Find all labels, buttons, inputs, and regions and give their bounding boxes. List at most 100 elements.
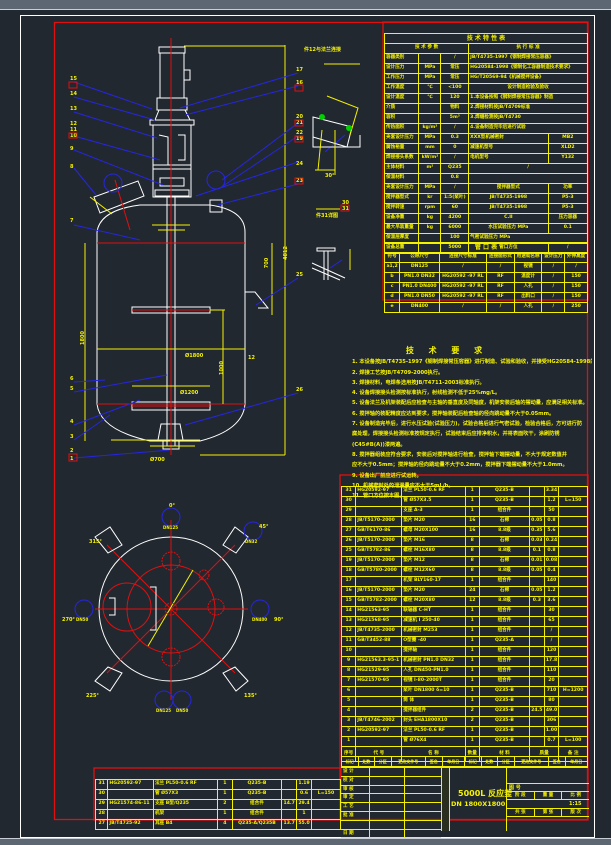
parts-cell: 80 xyxy=(543,696,560,707)
parts-cell: 8.8级 xyxy=(478,566,531,577)
parts-cell: 组合件 xyxy=(478,506,531,517)
parts-cell xyxy=(529,626,545,637)
svg-text:3: 3 xyxy=(70,434,74,440)
svg-text:4: 4 xyxy=(70,419,74,425)
requirement-item: 10. 机械密封处的泄漏量应不大于5mL/h。 xyxy=(352,482,454,489)
revision-header-cell: 标记 xyxy=(464,756,482,767)
parts-cell xyxy=(355,736,403,747)
parts-cell xyxy=(558,556,588,567)
parts-cell: 石棉 xyxy=(478,516,531,527)
parts-cell xyxy=(107,789,154,800)
svg-text:20: 20 xyxy=(296,114,303,120)
dim-foot: Ø700 xyxy=(150,457,165,463)
parts-cell: O型圈 -40 xyxy=(401,636,466,647)
parts-cell xyxy=(529,726,545,737)
svg-text:16: 16 xyxy=(296,80,303,86)
parts-cell: 10 xyxy=(340,646,357,657)
parts-cell: 8 xyxy=(464,536,480,547)
parts-cell: 49.0 xyxy=(543,706,560,717)
parts-cell xyxy=(355,696,403,707)
parts-cell: 17.8 xyxy=(543,656,560,667)
parts-cell: HG21568-95 xyxy=(355,616,403,627)
table-row: 容器类别/JB/T4735-1997《钢制焊接常压容器》 xyxy=(383,53,588,64)
support-lug xyxy=(245,291,270,309)
signature-row: 工 艺 xyxy=(341,803,441,812)
design-table-header: 执 行 标 准 xyxy=(468,43,588,54)
role-label: 审 核 xyxy=(341,785,370,794)
requirement-item: 2. 焊接工艺按JB/T4709-2000执行。 xyxy=(352,369,444,376)
parts-cell xyxy=(529,616,545,627)
mounting-frame xyxy=(152,124,192,198)
dim-paddle-spacing: 1000 xyxy=(218,361,225,375)
parts-cell: Q235-A/Q235B xyxy=(231,819,283,830)
parts-cell: 1 xyxy=(464,646,480,657)
parts-cell: 组合件 xyxy=(478,656,531,667)
parts-cell: 24 xyxy=(464,586,480,597)
parts-cell: HG21570-95 xyxy=(355,676,403,687)
outer-frame xyxy=(20,15,595,838)
parts-cell: 垫片 M12 xyxy=(401,556,466,567)
plan-nozzle-c: DN400 xyxy=(252,617,268,622)
nozzle-right xyxy=(209,199,223,213)
parts-cell: 12 xyxy=(464,596,480,607)
parts-cell: 1 xyxy=(217,779,233,790)
drawing-subtitle: DN 1800X1800 xyxy=(451,800,506,808)
cad-drawing-canvas[interactable]: 15 14 13 12 11 10 9 8 7 6 5 4 3 2 1 17 1… xyxy=(0,10,611,839)
parts-cell xyxy=(558,566,588,577)
parts-cell: 耳座 B4 xyxy=(152,819,219,830)
app-title-bar xyxy=(0,0,611,10)
parts-cell: 4 xyxy=(217,819,233,830)
signature-field xyxy=(370,803,405,811)
mech-seal xyxy=(159,177,185,187)
signature-field xyxy=(370,768,405,776)
parts-cell: 2 xyxy=(464,716,480,727)
parts-cell: Q235-B xyxy=(231,789,283,800)
parts-cell: 30 xyxy=(543,606,560,617)
parts-cell: 垫片 M20 xyxy=(401,586,466,597)
revision-header-cell: 分区 xyxy=(497,756,515,767)
requirement-item: 应不大于0.5mm；搅拌轴的径向跳动量不大于0.2mm，搅拌器下端摆动量不大于1… xyxy=(352,462,568,469)
parts-cell: 1 xyxy=(217,809,233,820)
role-label: 工 艺 xyxy=(341,803,370,811)
parts-cell: HG21563-95 xyxy=(355,606,403,617)
leader-label-15: 15 xyxy=(70,76,77,82)
svg-text:9: 9 xyxy=(70,146,74,152)
parts-cell: 螺栓 M12X60 xyxy=(401,566,466,577)
parts-cell: 18 xyxy=(340,566,357,577)
nozzle-table-header: 符号公称尺寸连接尺寸标准连接面形式用途或名称设计压力外伸高度 xyxy=(383,252,588,263)
motor-cap xyxy=(158,46,186,54)
parts-cell xyxy=(558,546,588,557)
detail-a xyxy=(312,116,361,148)
parts-cell: 螺栓 M20X80 xyxy=(401,596,466,607)
revision-header-cell: 年月日 xyxy=(441,756,465,767)
parts-cell: 1 xyxy=(464,736,480,747)
svg-text:6: 6 xyxy=(70,376,74,382)
parts-cell: Q235-A xyxy=(478,636,531,647)
weight-label: 重 量 xyxy=(535,792,563,799)
parts-cell: 11 xyxy=(340,636,357,647)
svg-text:26: 26 xyxy=(296,387,303,393)
parts-cell xyxy=(558,716,588,727)
nozzle-table: 管 口 表 符号公称尺寸连接尺寸标准连接面形式用途或名称设计压力外伸高度 a1,… xyxy=(383,242,588,313)
signature-field xyxy=(370,811,405,820)
parts-cell xyxy=(281,809,298,820)
role-label: 审 定 xyxy=(341,794,370,803)
parts-cell: 17 xyxy=(340,576,357,587)
parts-cell: 7 xyxy=(340,676,357,687)
parts-cell xyxy=(355,576,403,587)
svg-text:1: 1 xyxy=(70,456,74,462)
parts-cell: 管 Ø76X4 xyxy=(401,736,466,747)
parts-cell xyxy=(558,696,588,707)
detail-b-dims xyxy=(316,208,351,270)
